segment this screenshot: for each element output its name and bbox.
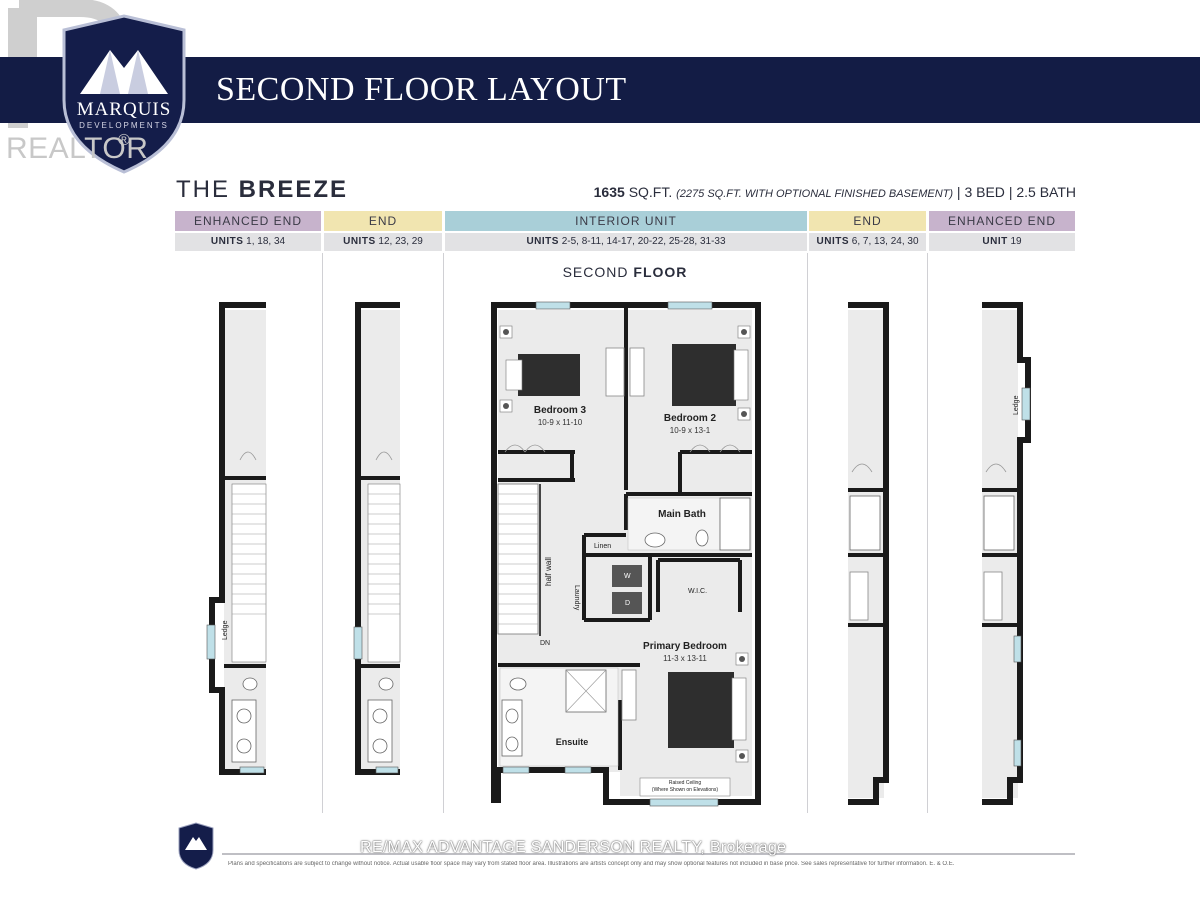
washer-label: W [624, 573, 631, 580]
room-label-wic: W.I.C. [688, 588, 708, 595]
logo-name: MARQUIS [76, 99, 172, 120]
column-type-enhanced-end-left: ENHANCED END [175, 211, 321, 231]
room-label-main-bath: Main Bath [658, 509, 706, 520]
floor-label-word1: SECOND [562, 264, 629, 280]
room-label-bedroom-3: Bedroom 3 [533, 405, 587, 416]
raised-ceiling-line-1: Raised Ceiling [668, 780, 702, 786]
marquis-shield-logo [62, 14, 186, 174]
stairs-down-label: DN [540, 640, 551, 647]
raised-ceiling-line-2: (Where Shown on Elevations) [651, 787, 719, 793]
model-title: BREEZE [238, 176, 349, 203]
column-units-end-right: UNITS 6, 7, 13, 24, 30 [809, 233, 926, 251]
units-list: 19 [1010, 236, 1022, 247]
units-list: 12, 23, 29 [378, 236, 423, 247]
half-wall-label: half wall [544, 557, 553, 586]
realtor-watermark: REALTOR [6, 132, 149, 165]
units-label: UNITS [816, 236, 849, 247]
column-type-end-left: END [324, 211, 442, 231]
logo-subtitle: DEVELOPMENTS [79, 121, 169, 130]
bathrooms: 2.5 BATH [1016, 184, 1076, 200]
enhanced-end-right-plan [982, 302, 1031, 805]
units-label: UNITS [210, 236, 244, 247]
column-type-end-right: END [809, 211, 926, 231]
spec-separator: | [956, 184, 961, 200]
room-dim-bedroom-2: 10-9 x 13-1 [669, 426, 711, 435]
sqft-value: 1635 [593, 184, 625, 200]
page-title: SECOND FLOOR LAYOUT [216, 71, 627, 108]
realtor-registered-mark: ® [118, 132, 130, 149]
units-list: 6, 7, 13, 24, 30 [851, 236, 919, 247]
units-label: UNITS [526, 236, 559, 247]
column-divider [443, 253, 444, 813]
column-units-enhanced-end-right: UNIT 19 [929, 233, 1075, 251]
room-dim-bedroom-3: 10-9 x 11-10 [537, 418, 583, 427]
footer-divider [222, 853, 1075, 855]
room-label-laundry: Laundry [573, 585, 580, 611]
unit-specs: 1635 SQ.FT. (2275 SQ.FT. WITH OPTIONAL F… [594, 184, 1076, 200]
title-banner [0, 57, 1200, 123]
column-units-end-left: UNITS 12, 23, 29 [324, 233, 442, 251]
model-name: THE BREEZE [176, 176, 348, 204]
sqft-unit: SQ.FT. [628, 184, 673, 200]
room-label-ensuite: Ensuite [555, 737, 589, 747]
units-label: UNITS [343, 236, 376, 247]
spec-separator: | [1008, 184, 1013, 200]
dryer-label: D [625, 600, 631, 607]
enhanced-end-left-plan [206, 302, 267, 775]
column-divider [807, 253, 808, 813]
floor-label: SECOND FLOOR [444, 264, 806, 280]
column-type-interior: INTERIOR UNIT [445, 211, 807, 231]
column-divider [322, 253, 323, 813]
ledge-label-left: Ledge [222, 620, 229, 640]
model-prefix: THE [176, 176, 230, 203]
column-divider [927, 253, 928, 813]
ledge-label-right: Ledge [1013, 395, 1020, 415]
column-units-enhanced-end-left: UNITS 1, 18, 34 [175, 233, 321, 251]
room-label-bedroom-2: Bedroom 2 [663, 413, 717, 424]
brokerage-watermark: RE/MAX ADVANTAGE SANDERSON REALTY, Broke… [360, 839, 787, 856]
end-left-plan [353, 302, 401, 775]
room-label-linen: Linen [594, 543, 612, 550]
marquis-footer-logo [178, 822, 214, 870]
column-units-interior: UNITS 2-5, 8-11, 14-17, 20-22, 25-28, 31… [445, 233, 807, 251]
room-label-primary-bedroom: Primary Bedroom [643, 641, 727, 652]
floor-label-word2: FLOOR [633, 264, 688, 280]
units-list: 2-5, 8-11, 14-17, 20-22, 25-28, 31-33 [561, 236, 726, 247]
end-right-plan [848, 302, 889, 805]
interior-unit-plan [491, 301, 761, 807]
column-type-enhanced-end-right: ENHANCED END [929, 211, 1075, 231]
units-list: 1, 18, 34 [246, 236, 286, 247]
room-dim-primary-bedroom: 11-3 x 13-11 [663, 654, 707, 663]
units-label: UNIT [982, 236, 1008, 247]
optional-basement: (2275 SQ.FT. WITH OPTIONAL FINISHED BASE… [676, 188, 954, 200]
bedrooms: 3 BED [964, 184, 1005, 200]
disclaimer-text: Plans and specifications are subject to … [228, 861, 955, 867]
